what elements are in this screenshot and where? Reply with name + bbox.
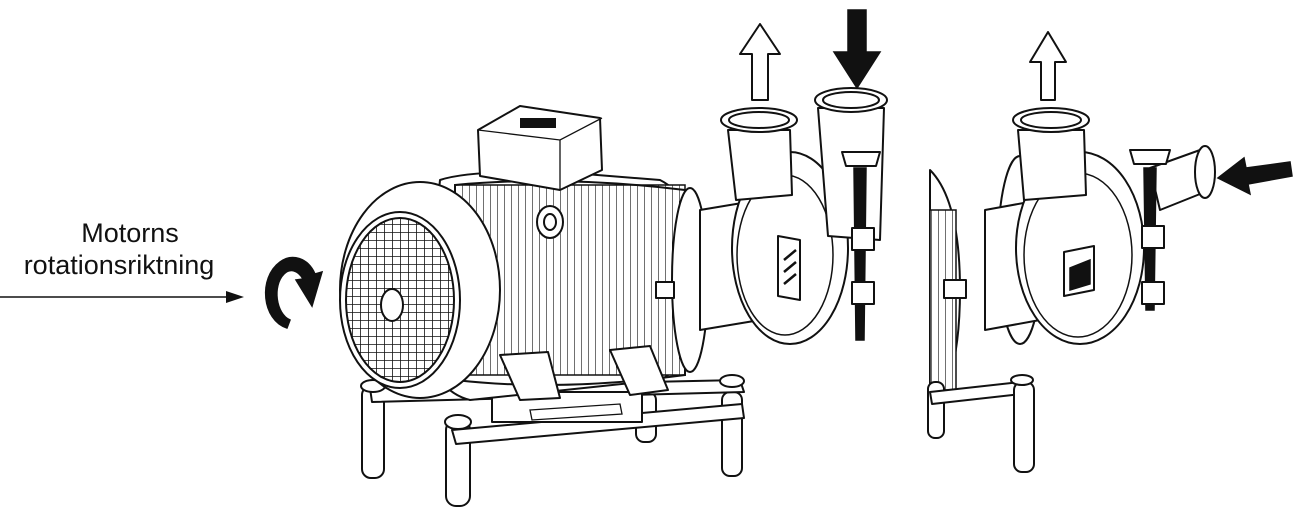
rotation-label-line-1: Motorns bbox=[81, 218, 179, 248]
rotation-label-line-2: rotationsriktning bbox=[23, 250, 215, 280]
inlet-arrow-left-pump bbox=[832, 9, 882, 90]
left-support-frame bbox=[360, 374, 745, 507]
outlet-arrow-left-pump bbox=[739, 23, 781, 101]
motor-fan-cover bbox=[339, 181, 501, 399]
left-pump bbox=[699, 87, 888, 345]
right-motor-section bbox=[927, 169, 1035, 473]
outlet-arrow-right-pump bbox=[1029, 31, 1067, 101]
inlet-arrow-right-pump bbox=[1216, 156, 1293, 196]
rotation-arrow-icon bbox=[265, 256, 324, 329]
right-pump bbox=[984, 107, 1216, 345]
electric-motor bbox=[424, 105, 709, 401]
direction-pointer-arrow bbox=[0, 291, 244, 303]
